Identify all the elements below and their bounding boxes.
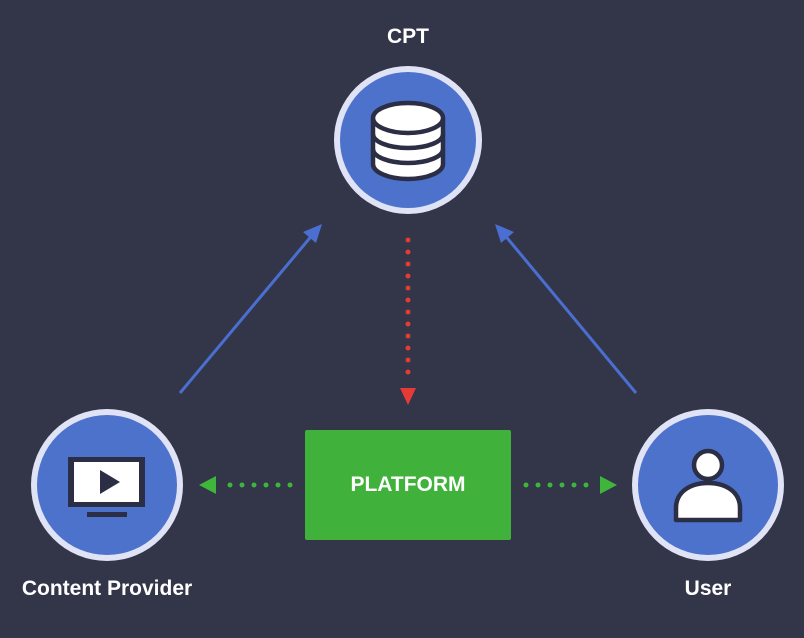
user-label: User — [684, 577, 732, 600]
user-node — [632, 409, 784, 561]
arrow-platform-to-user — [523, 476, 617, 494]
arrow-user-to-cpt — [495, 224, 638, 394]
monitor-play-icon — [68, 457, 145, 517]
platform-box — [305, 430, 511, 540]
user-icon — [673, 448, 743, 523]
cpt-node — [334, 66, 482, 214]
database-icon — [370, 100, 446, 182]
content-provider-label: Content Provider — [21, 577, 193, 600]
cpt-label: CPT — [387, 25, 429, 48]
arrow-cpt-to-platform — [400, 237, 416, 405]
content-provider-node — [31, 409, 183, 561]
arrow-platform-to-content-provider — [199, 476, 293, 494]
arrow-content-provider-to-cpt — [178, 224, 322, 394]
platform-label: PLATFORM — [350, 473, 466, 496]
